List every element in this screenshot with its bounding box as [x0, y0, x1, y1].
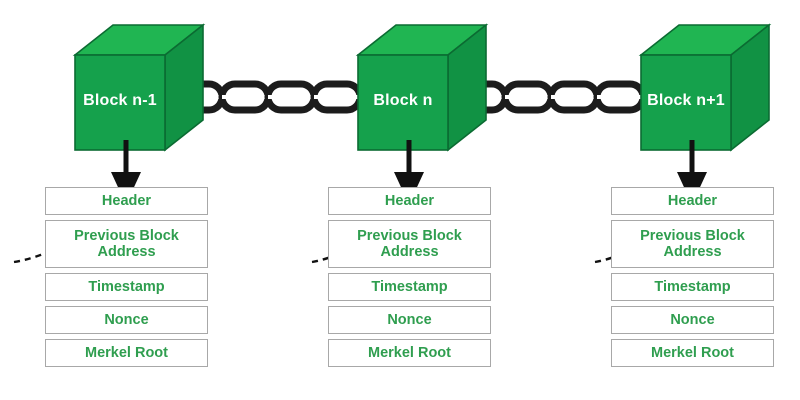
field-merkel-root: Merkel Root: [45, 339, 208, 367]
field-timestamp: Timestamp: [328, 273, 491, 301]
field-header: Header: [45, 187, 208, 215]
field-column-block-n-plus-1: Header Previous Block Address Timestamp …: [611, 187, 774, 367]
chain-link: [264, 80, 318, 114]
chain-link: [501, 80, 555, 114]
cube-block-n-plus-1: [638, 23, 772, 152]
field-header: Header: [328, 187, 491, 215]
cube-front-face: [357, 54, 449, 151]
field-nonce: Nonce: [328, 306, 491, 334]
cube-front-face: [74, 54, 166, 151]
field-timestamp: Timestamp: [611, 273, 774, 301]
field-previous-block-address: Previous Block Address: [328, 220, 491, 268]
cube-block-n-minus-1: [72, 23, 206, 152]
chain-link: [547, 80, 601, 114]
field-previous-block-address: Previous Block Address: [45, 220, 208, 268]
field-timestamp: Timestamp: [45, 273, 208, 301]
chain-link: [593, 80, 647, 114]
field-nonce: Nonce: [45, 306, 208, 334]
cube-block-n: [355, 23, 489, 152]
chain-link: [218, 80, 272, 114]
field-column-block-n: Header Previous Block Address Timestamp …: [328, 187, 491, 367]
field-column-block-n-minus-1: Header Previous Block Address Timestamp …: [45, 187, 208, 367]
field-merkel-root: Merkel Root: [611, 339, 774, 367]
field-header: Header: [611, 187, 774, 215]
field-nonce: Nonce: [611, 306, 774, 334]
cube-front-face: [640, 54, 732, 151]
field-previous-block-address: Previous Block Address: [611, 220, 774, 268]
chain-link: [310, 80, 364, 114]
field-merkel-root: Merkel Root: [328, 339, 491, 367]
